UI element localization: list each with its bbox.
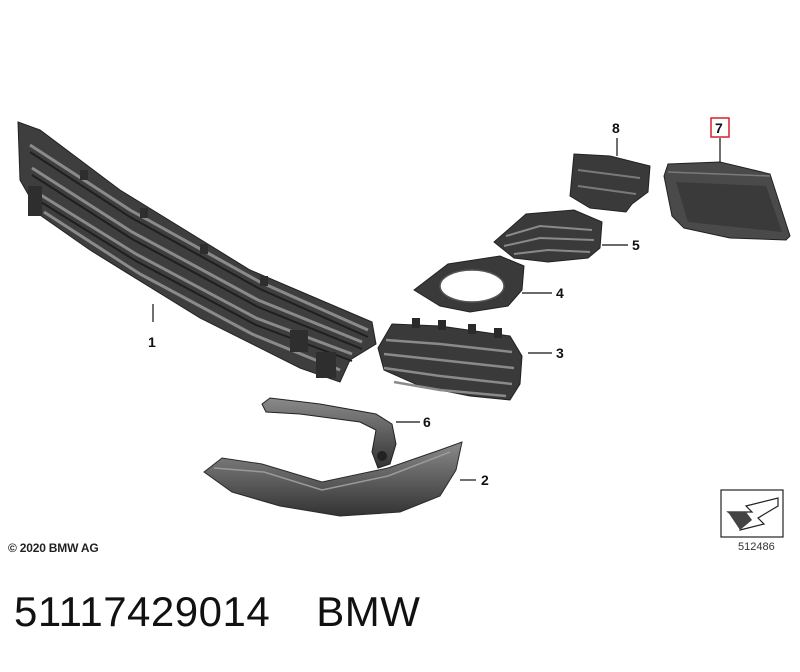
callout-2[interactable]: 2: [481, 472, 489, 488]
callout-1[interactable]: 1: [148, 334, 156, 350]
part-4-fog-lamp-cover[interactable]: [413, 255, 525, 313]
part-number: 51117429014: [14, 588, 271, 635]
callout-labels: 1 2 3 4 5 6 7 8: [148, 117, 730, 488]
part-2-trim-strip[interactable]: [203, 441, 463, 517]
callout-7[interactable]: 7: [715, 120, 723, 136]
part-caption: 51117429014 BMW: [14, 588, 420, 636]
part-5-upper-side-grille[interactable]: [493, 209, 603, 263]
callout-5[interactable]: 5: [632, 237, 640, 253]
copyright-notice: © 2020 BMW AG: [8, 541, 99, 555]
part-8-bracket[interactable]: [569, 153, 651, 213]
leader-lines: [152, 138, 721, 481]
callout-4[interactable]: 4: [556, 285, 564, 301]
diagram-number: 512486: [738, 541, 775, 553]
part-1-lower-grille[interactable]: [17, 121, 377, 383]
brand-name: BMW: [316, 588, 421, 635]
part-3-side-grille[interactable]: [377, 318, 523, 401]
callout-6[interactable]: 6: [423, 414, 431, 430]
part-7-air-duct-panel[interactable]: [663, 161, 791, 241]
callout-7-highlight-box: [710, 117, 730, 138]
callout-3[interactable]: 3: [556, 345, 564, 361]
diagram-symbol-box: [720, 489, 784, 538]
callout-8[interactable]: 8: [612, 120, 620, 136]
part-6-trim-piece[interactable]: [261, 397, 397, 469]
